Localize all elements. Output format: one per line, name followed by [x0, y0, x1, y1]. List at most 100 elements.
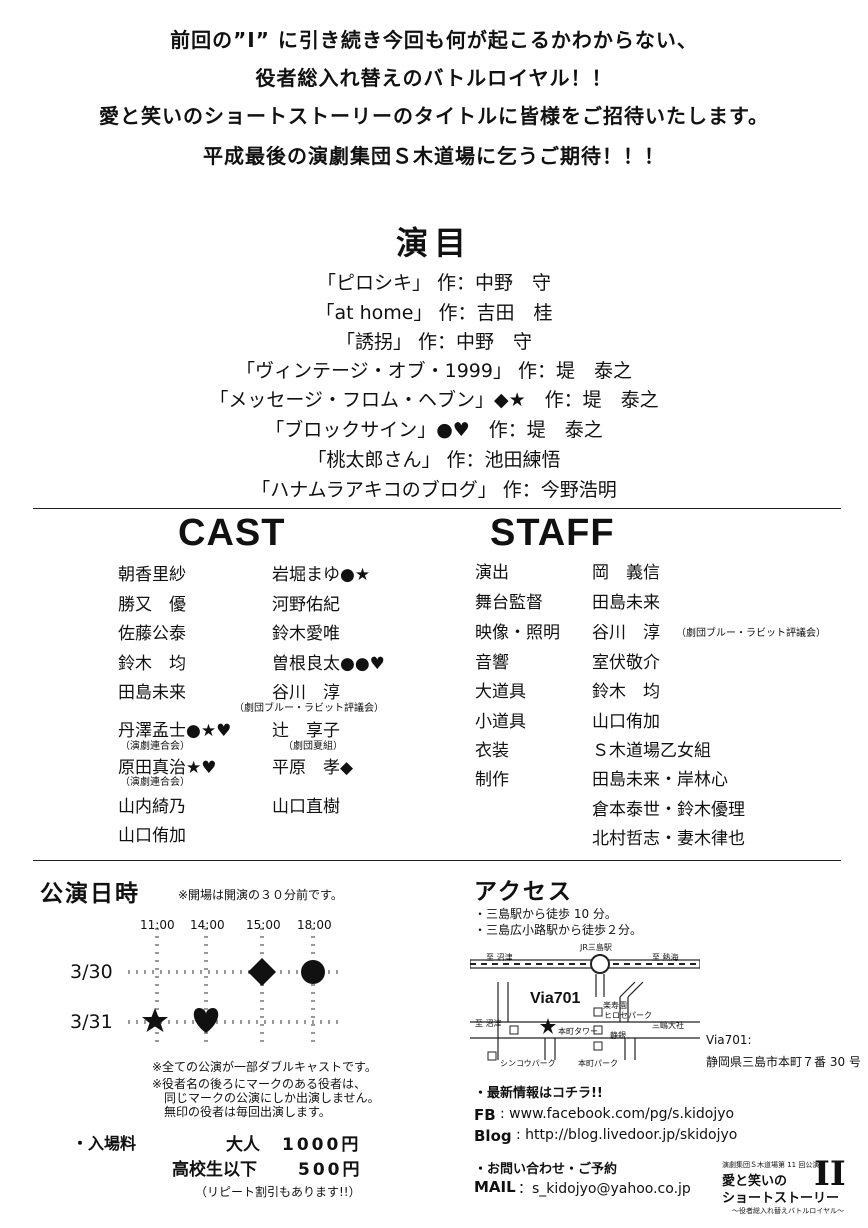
- admission-label: ・入場料: [72, 1134, 137, 1153]
- access-line: ・三島広小路駅から徒歩２分。: [474, 923, 643, 937]
- cast-member: 山口侑加: [118, 826, 186, 846]
- star-icon: [540, 1018, 556, 1034]
- map-label: 至 沼津: [486, 953, 513, 962]
- heart-icon: [193, 1008, 219, 1033]
- student-price: 500円: [298, 1160, 363, 1180]
- map-label: 至 熱海: [652, 953, 679, 962]
- logo-line: 〜役者総入れ替えバトルロイヤル〜: [732, 1207, 844, 1215]
- logo-line: 愛と笑いの: [722, 1174, 788, 1189]
- schedule-footnote: 無印の役者は毎回出演します。: [152, 1105, 331, 1119]
- blog-link[interactable]: : http://blog.livedoor.jp/skidojyo: [516, 1127, 738, 1143]
- cast-member: 辻 享子: [272, 721, 340, 741]
- time-label: 14:00: [190, 918, 225, 932]
- staff-name: Ｓ木道場乙女組: [592, 741, 711, 761]
- time-label: 11:00: [140, 918, 175, 932]
- map-label: JR三島駅: [580, 943, 612, 952]
- cast-note: （演劇連合会）: [120, 741, 190, 752]
- station-icon: [590, 954, 610, 974]
- intro-line-4: 平成最後の演劇集団Ｓ木道場に乞うご期待！！！: [203, 144, 665, 168]
- star-icon: [142, 1008, 168, 1032]
- logo-line: ショートストーリー: [722, 1191, 840, 1206]
- cast-member: 山口直樹: [272, 797, 340, 817]
- staff-role: 小道具: [475, 712, 526, 732]
- program-item: 「桃太郎さん」 作：池田練悟: [307, 449, 561, 471]
- staff-name: 鈴木 均: [592, 682, 660, 702]
- cast-member: 田島未来: [118, 683, 186, 703]
- cast-title: CAST: [178, 512, 286, 554]
- cast-member: 朝香里紗: [118, 565, 186, 585]
- latest-info: ・最新情報はコチラ!!: [474, 1086, 603, 1101]
- time-label: 15:00: [246, 918, 281, 932]
- mail-link[interactable]: ：s_kidojyo@yahoo.co.jp: [518, 1181, 691, 1197]
- fb-label: FB: [474, 1106, 496, 1124]
- program-title: 演目: [395, 224, 472, 262]
- cast-member: 丹澤孟士●★♥: [118, 721, 232, 741]
- fb-link[interactable]: : www.facebook.com/pg/s.kidojyo: [500, 1106, 735, 1122]
- mail-label: MAIL: [474, 1178, 516, 1196]
- contact-title: ・お問い合わせ・ご予約: [474, 1162, 618, 1177]
- event-logo: 演劇集団Ｓ木道場第 11 回公演 愛と笑いの ショートストーリー 〜役者総入れ替…: [718, 1154, 852, 1220]
- access-title: アクセス: [474, 879, 573, 905]
- staff-role: 演出: [475, 563, 509, 583]
- program-item: 「誘拐」 作：中野 守: [335, 331, 533, 353]
- program-item: 「ヴィンテージ・オブ・1999」 作：堤 泰之: [235, 360, 632, 382]
- staff-name: 田島未来: [592, 593, 660, 613]
- cast-member: 佐藤公泰: [118, 624, 186, 644]
- schedule-footnote: ※役者名の後ろにマークのある役者は、: [152, 1077, 367, 1091]
- venue-address: 静岡県三島市本町７番 30 号: [706, 1055, 861, 1069]
- cast-member: 勝又 優: [118, 595, 186, 615]
- parking-icon: [509, 1025, 519, 1035]
- logo-line: 演劇集団Ｓ木道場第 11 回公演: [722, 1161, 820, 1169]
- logo-numeral: II: [814, 1154, 846, 1194]
- staff-title: STAFF: [490, 512, 615, 554]
- parking-icon: [593, 1041, 603, 1051]
- venue-name: Via701:: [706, 1033, 752, 1047]
- map-label: 本町パーク: [578, 1059, 618, 1068]
- map-label: 楽寿園: [603, 1001, 627, 1010]
- circle-icon: [301, 960, 325, 984]
- map-label: ヒロセパーク: [604, 1011, 652, 1020]
- parking-icon: [487, 1051, 497, 1061]
- repeat-discount: （リピート割引もあります!!）: [195, 1185, 361, 1199]
- staff-name: 北村哲志・妻木律也: [592, 829, 745, 849]
- schedule-footnote: ※全ての公演が一部ダブルキャストです。: [152, 1060, 377, 1074]
- map-label: 三嶋大社: [652, 1021, 684, 1030]
- access-map: [470, 954, 700, 1061]
- cast-member: 山内綺乃: [118, 797, 186, 817]
- cast-member: 曽根良太●●♥: [272, 654, 385, 674]
- date-label: 3/30: [70, 961, 113, 983]
- cast-member: 鈴木愛唯: [272, 624, 340, 644]
- adult-label: 大人: [226, 1135, 260, 1155]
- staff-note: （劇団ブルー・ラビット評議会）: [676, 628, 826, 639]
- program-item: 「メッセージ・フロム・ヘブン」◆★ 作：堤 泰之: [209, 389, 659, 411]
- intro-line-2: 役者総入れ替えのバトルロイヤル！！: [255, 66, 613, 90]
- staff-role: 舞台監督: [475, 593, 543, 613]
- blog-label: Blog: [474, 1127, 512, 1145]
- divider: [33, 508, 841, 509]
- cast-note: （演劇連合会）: [120, 777, 190, 788]
- staff-role: 制作: [475, 770, 509, 790]
- cast-note: （劇団ブルー・ラビット評議会）: [234, 703, 384, 714]
- divider: [33, 860, 841, 861]
- staff-name: 室伏敬介: [592, 653, 660, 673]
- staff-name: 谷川 淳: [592, 623, 660, 643]
- program-item: 「ハナムラアキコのブログ」 作：今野浩明: [251, 479, 617, 501]
- schedule-grid: [128, 928, 340, 1046]
- map-label: シンコウパーク: [500, 1059, 556, 1068]
- cast-member: 岩堀まゆ●★: [272, 565, 371, 585]
- map-venue: Via701: [530, 990, 581, 1007]
- parking-icon: [593, 1007, 603, 1017]
- program-item: 「ピロシキ」 作：中野 守: [316, 272, 552, 294]
- cast-note: （劇団夏組）: [283, 741, 343, 752]
- map-label: 至 沼津: [475, 1019, 502, 1028]
- map-label: 静銀: [610, 1031, 626, 1040]
- cast-member: 鈴木 均: [118, 654, 186, 674]
- program-item: 「at home」 作：吉田 桂: [315, 302, 553, 324]
- time-label: 18:00: [297, 918, 332, 932]
- cast-member: 原田真治★♥: [118, 758, 217, 778]
- schedule-footnote: 同じマークの公演にしか出演しません。: [152, 1091, 380, 1105]
- parking-icon: [593, 1025, 603, 1035]
- cast-member: 谷川 淳: [272, 683, 340, 703]
- schedule-title: 公演日時: [40, 881, 140, 907]
- staff-role: 大道具: [475, 682, 526, 702]
